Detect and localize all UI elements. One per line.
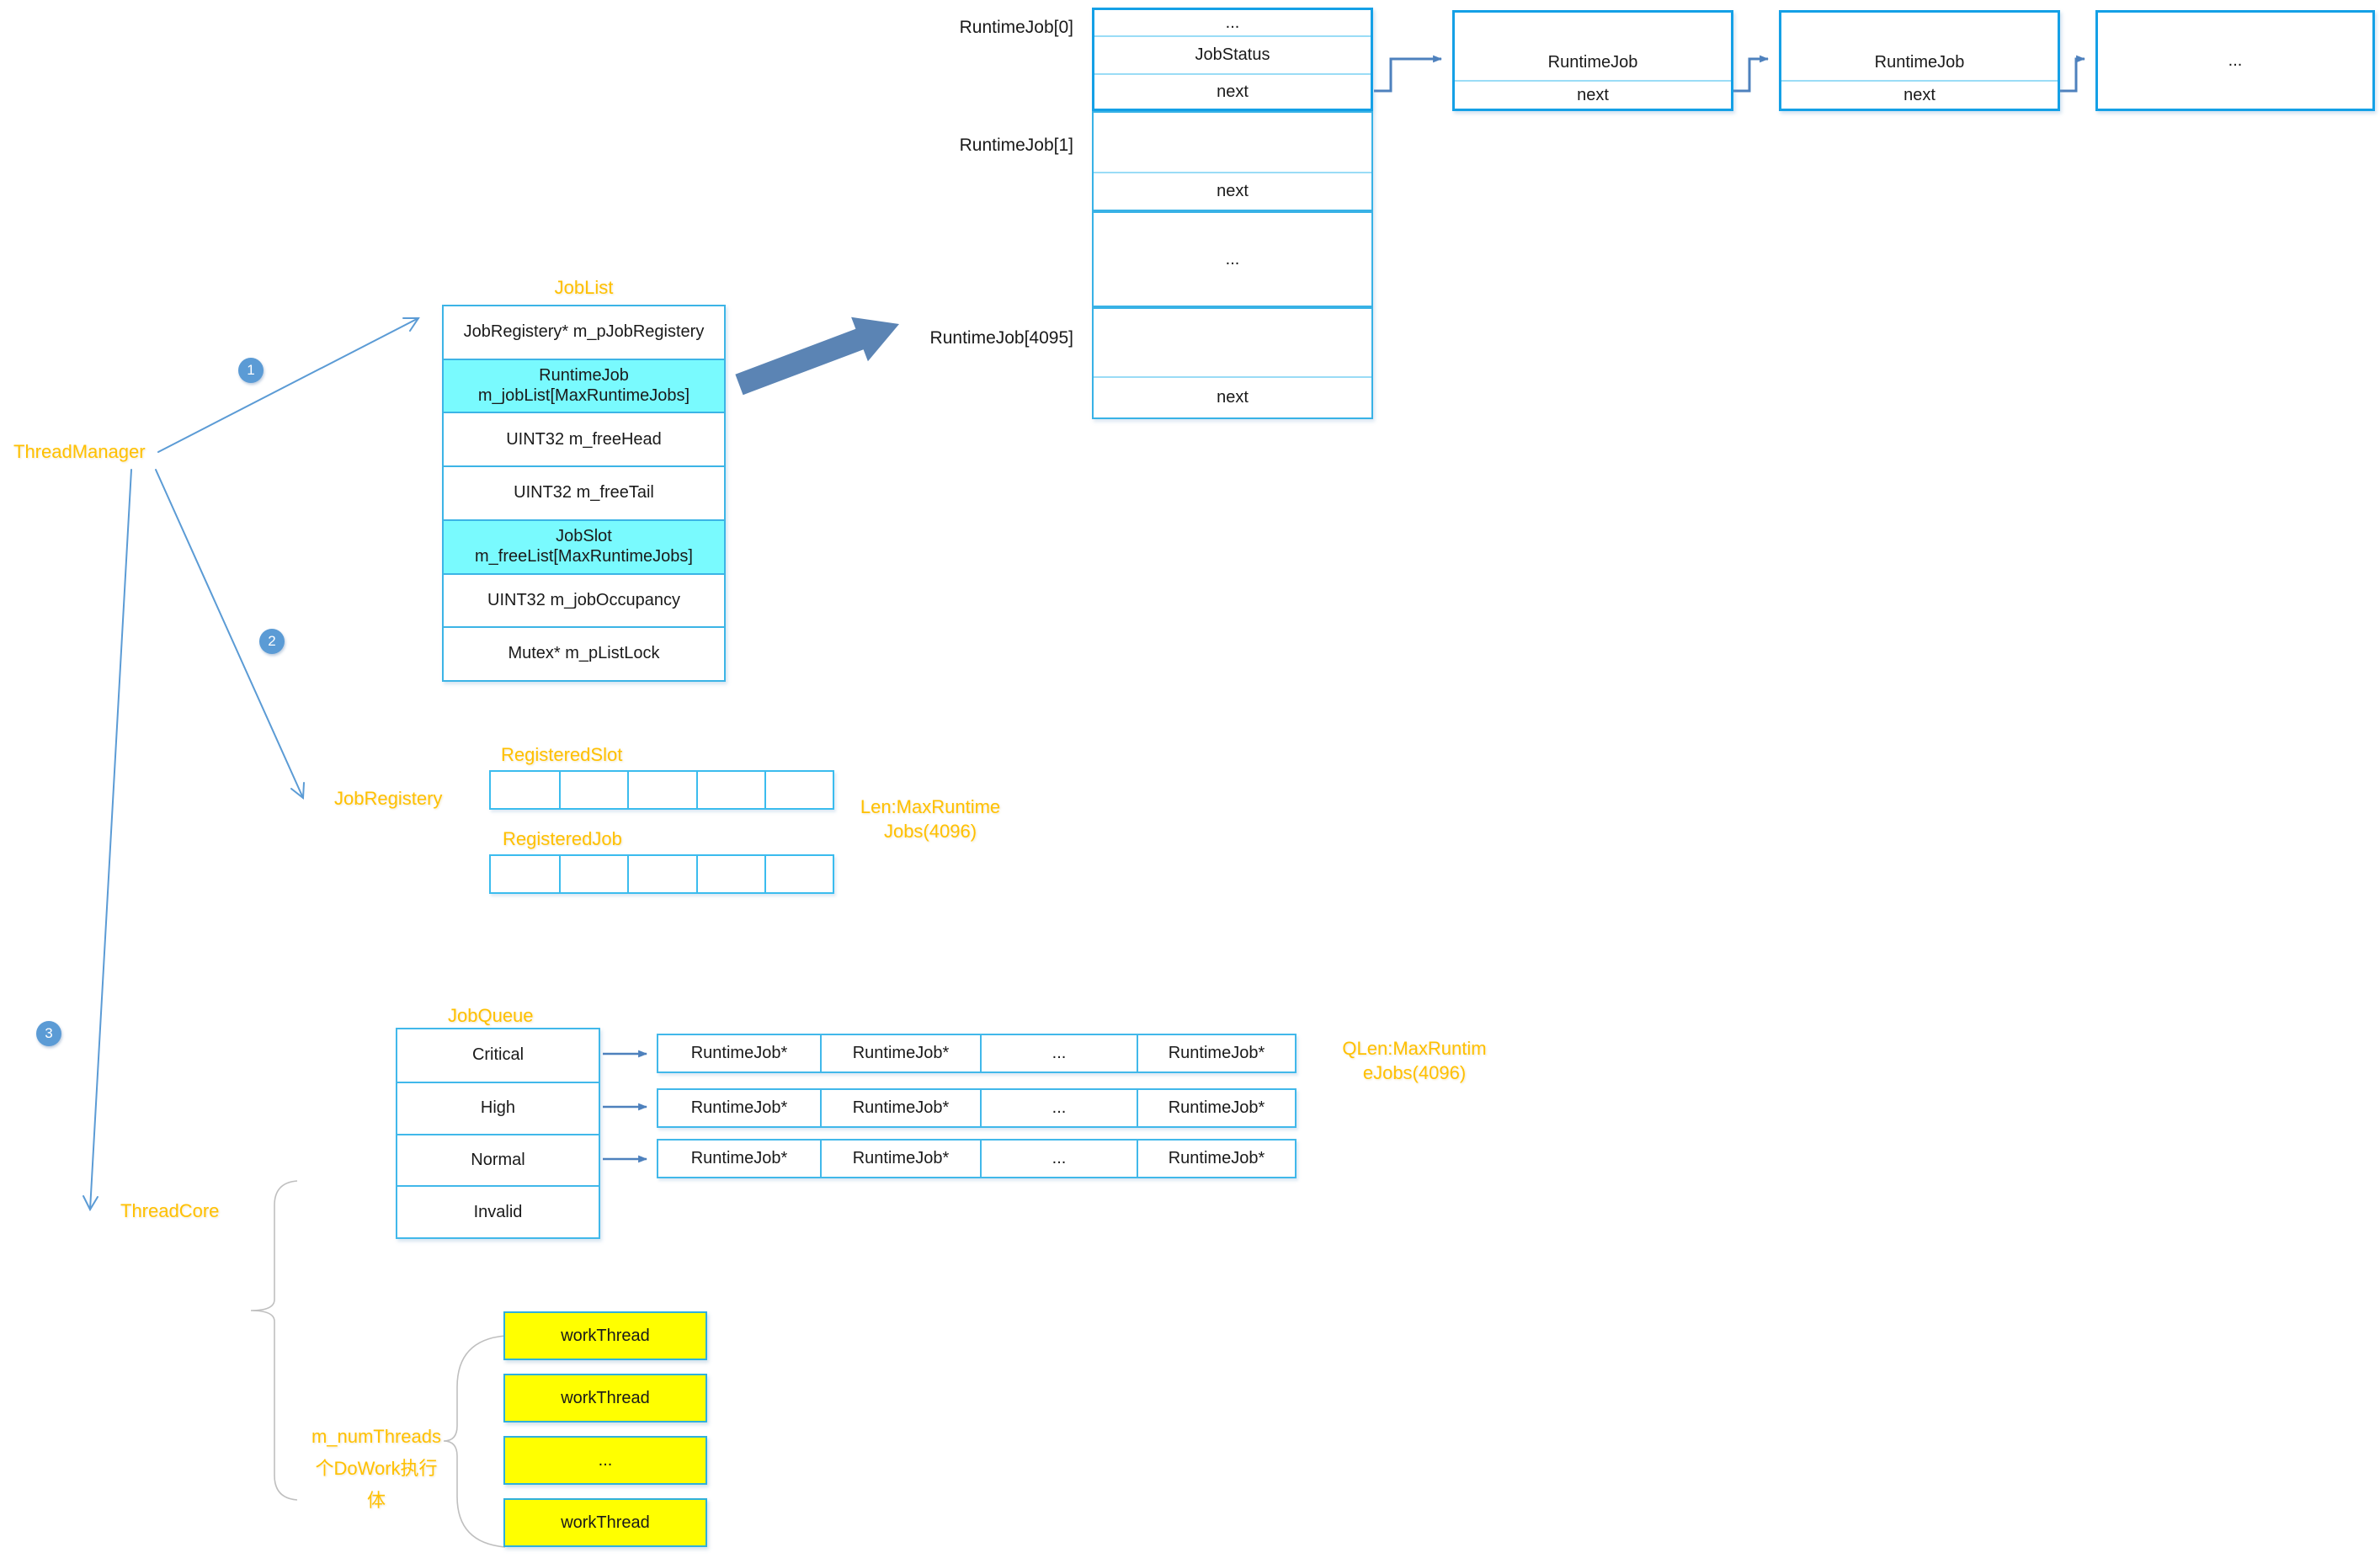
- chain-node-0: RuntimeJob next: [1452, 10, 1733, 111]
- runtime-array-jobstatus-cell: JobStatus: [1094, 35, 1371, 73]
- registered-slot-cell: [559, 772, 627, 808]
- job-queue-title: JobQueue: [448, 1005, 534, 1026]
- chain-node-ellipsis: ...: [2095, 10, 2375, 111]
- job-queue-struct: Critical High Normal Invalid: [396, 1028, 600, 1239]
- chain-connector-array-to-node0: [1374, 55, 1443, 93]
- queue-length-note-line1: QLen:MaxRuntim: [1342, 1038, 1487, 1059]
- chain-node-1-next: next: [1903, 85, 1935, 104]
- chain-node-ellipsis-text: ...: [2228, 51, 2243, 70]
- runtime-array-empty-cell-1: [1094, 113, 1371, 172]
- registered-job-cell: [491, 856, 559, 892]
- queue-array-cell-ellipsis: ...: [980, 1035, 1137, 1071]
- queue-array-critical: RuntimeJob* RuntimeJob* ... RuntimeJob*: [657, 1034, 1296, 1073]
- registered-job-cell: [695, 856, 764, 892]
- queue-array-cell: RuntimeJob*: [820, 1035, 980, 1071]
- job-list-row-joblist-array: RuntimeJob m_jobList[MaxRuntimeJobs]: [444, 358, 724, 412]
- queue-array-cell: RuntimeJob*: [690, 1098, 788, 1117]
- step-badge-1: 1: [238, 358, 264, 383]
- work-thread-box-0: workThread: [503, 1311, 707, 1360]
- thread-manager-arrow-3: [83, 469, 132, 1212]
- queue-array-cell: RuntimeJob*: [820, 1090, 980, 1126]
- job-queue-row-high: High: [397, 1081, 599, 1134]
- runtime-array-label-4095: RuntimeJob[4095]: [929, 328, 1073, 348]
- thread-manager-arrow-1: [157, 317, 420, 453]
- job-queue-row-normal: Normal: [397, 1133, 599, 1186]
- queue-length-note-line2: eJobs(4096): [1362, 1062, 1467, 1083]
- queue-array-cell: RuntimeJob*: [820, 1141, 980, 1177]
- work-thread-box-1: workThread: [503, 1374, 707, 1422]
- registered-job-array: [489, 854, 834, 894]
- runtime-array-section-0: ... JobStatus next: [1092, 8, 1373, 111]
- step-badge-2: 2: [259, 629, 285, 654]
- runtime-array-empty-cell-4095: [1094, 309, 1371, 376]
- thread-manager-label: ThreadManager: [13, 441, 146, 462]
- work-thread-box-3: workThread: [503, 1498, 707, 1547]
- runtime-array-label-1: RuntimeJob[1]: [959, 136, 1073, 155]
- registry-length-note-line1: Len:MaxRuntime: [860, 796, 1001, 817]
- chain-node-0-next: next: [1577, 85, 1609, 104]
- runtime-array-ellipsis-row: ...: [1225, 13, 1240, 32]
- runtime-array-label-0: RuntimeJob[0]: [959, 18, 1073, 37]
- num-threads-note: m_numThreads 个DoWork执行 体: [301, 1421, 451, 1517]
- job-list-row-joblist-line2: m_jobList[MaxRuntimeJobs]: [477, 386, 690, 405]
- runtime-array-next-cell-4095: next: [1094, 376, 1371, 417]
- job-list-row-freelist: JobSlot m_freeList[MaxRuntimeJobs]: [444, 518, 724, 573]
- registered-slot-cell: [695, 772, 764, 808]
- job-queue-row-invalid: Invalid: [397, 1185, 599, 1237]
- registered-slot-cell: [491, 772, 559, 808]
- workthreads-brace: [443, 1335, 506, 1548]
- job-list-row-occupancy: UINT32 m_jobOccupancy: [444, 572, 724, 627]
- job-list-struct: JobRegistery* m_pJobRegistery RuntimeJob…: [442, 305, 726, 682]
- queue-array-high: RuntimeJob* RuntimeJob* ... RuntimeJob*: [657, 1088, 1296, 1128]
- job-list-row-listlock: Mutex* m_pListLock: [444, 626, 724, 680]
- queue-length-note: QLen:MaxRuntim eJobs(4096): [1330, 1036, 1499, 1085]
- registered-slot-cell: [627, 772, 695, 808]
- job-list-row-freelist-line1: JobSlot: [556, 527, 612, 546]
- job-list-title: JobList: [554, 277, 614, 298]
- queue-array-cell: RuntimeJob*: [690, 1044, 788, 1062]
- work-thread-box-ellipsis: ...: [503, 1436, 707, 1485]
- queue-array-cell: RuntimeJob*: [690, 1149, 788, 1167]
- registry-length-note-line2: Jobs(4096): [883, 821, 977, 842]
- queue-array-cell: RuntimeJob*: [1137, 1035, 1295, 1071]
- registered-slot-array: [489, 770, 834, 810]
- num-threads-note-line1: m_numThreads: [311, 1426, 442, 1447]
- job-registry-label: JobRegistery: [334, 788, 443, 809]
- thread-core-brace: [250, 1180, 298, 1501]
- num-threads-note-line3: 体: [366, 1490, 386, 1511]
- runtime-array-next-cell-0: next: [1094, 73, 1371, 109]
- big-block-arrow: [735, 316, 899, 396]
- queue-array-cell: RuntimeJob*: [1137, 1141, 1295, 1177]
- registry-length-note: Len:MaxRuntime Jobs(4096): [850, 795, 1010, 843]
- chain-node-1-title: RuntimeJob: [1781, 13, 2058, 82]
- runtime-array-mid-ellipsis: ...: [1225, 249, 1240, 269]
- queue-array-normal: RuntimeJob* RuntimeJob* ... RuntimeJob*: [657, 1139, 1296, 1178]
- registered-slot-label: RegisteredSlot: [501, 744, 623, 765]
- queue-array-cell-ellipsis: ...: [980, 1141, 1137, 1177]
- registered-job-cell: [764, 856, 833, 892]
- thread-core-label: ThreadCore: [120, 1200, 220, 1221]
- queue-array-cell: RuntimeJob*: [1137, 1090, 1295, 1126]
- num-threads-note-line2: 个DoWork执行: [315, 1458, 438, 1479]
- runtime-array-section-1: next: [1092, 111, 1373, 211]
- runtime-array-section-4095: next: [1092, 307, 1373, 419]
- job-list-row-registry: JobRegistery* m_pJobRegistery: [463, 322, 705, 342]
- job-queue-row-critical: Critical: [471, 1045, 524, 1065]
- chain-connector-node1-to-node2: [2060, 55, 2086, 93]
- registered-job-label: RegisteredJob: [503, 828, 622, 849]
- chain-node-1: RuntimeJob next: [1779, 10, 2060, 111]
- registered-job-cell: [559, 856, 627, 892]
- job-list-row-freehead: UINT32 m_freeHead: [444, 412, 724, 465]
- job-list-row-freelist-line2: m_freeList[MaxRuntimeJobs]: [475, 546, 693, 566]
- registered-slot-cell: [764, 772, 833, 808]
- queue-array-cell-ellipsis: ...: [980, 1090, 1137, 1126]
- runtime-array-section-ellipsis: ...: [1092, 211, 1373, 307]
- job-list-row-freetail: UINT32 m_freeTail: [444, 465, 724, 519]
- chain-node-0-title: RuntimeJob: [1455, 13, 1731, 82]
- registered-job-cell: [627, 856, 695, 892]
- job-list-row-joblist-line1: RuntimeJob: [539, 365, 629, 385]
- runtime-array-next-cell-1: next: [1094, 172, 1371, 210]
- step-badge-3: 3: [36, 1021, 61, 1046]
- chain-connector-node0-to-node1: [1733, 55, 1770, 93]
